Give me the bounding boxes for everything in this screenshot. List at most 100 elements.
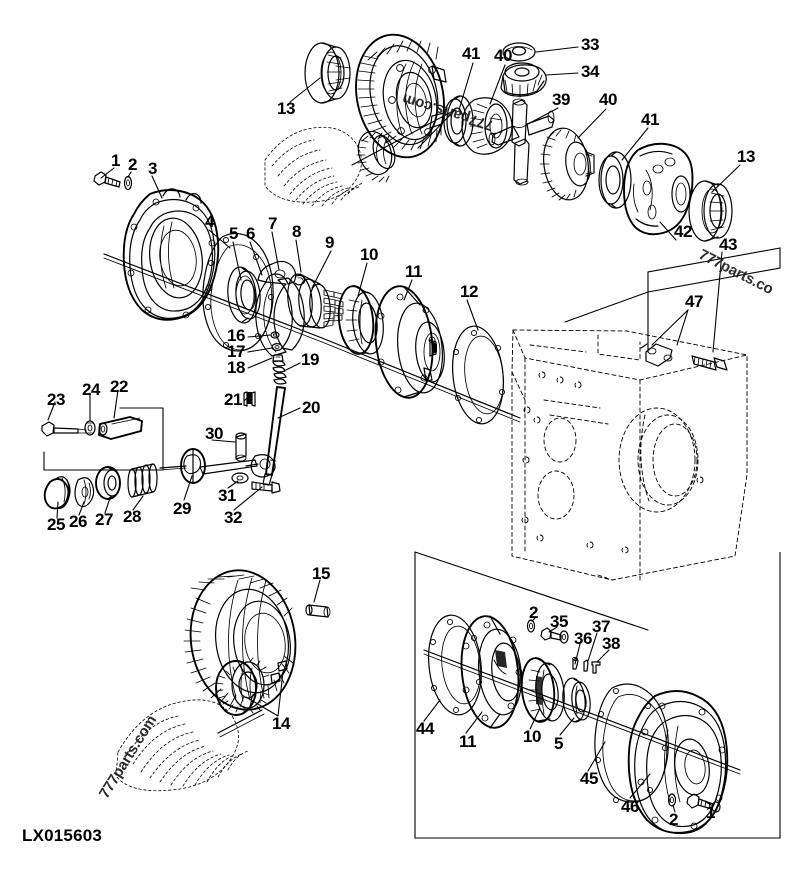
- detent-body-22: [98, 416, 143, 440]
- part-number-label: LX015603: [22, 826, 103, 845]
- differential-case-42: [623, 142, 694, 236]
- callout-27: 27: [95, 510, 114, 529]
- callout-13-right: 13: [737, 147, 756, 166]
- pin-30: [235, 432, 247, 462]
- callout-3: 3: [148, 159, 158, 178]
- pinion-gear-top: [356, 130, 396, 183]
- callout-2: 2: [128, 155, 138, 174]
- callout-29: 29: [173, 499, 192, 518]
- ring-gear-top: [355, 33, 447, 159]
- callout-17: 17: [227, 342, 246, 361]
- detail-frame-bottom: [414, 551, 781, 839]
- callout-19: 19: [301, 350, 320, 369]
- bevel-pinion-gear-34: [500, 62, 547, 98]
- callout-10: 10: [360, 245, 379, 264]
- cap-screw-35: [540, 627, 569, 644]
- cap-screw-1: [93, 171, 121, 188]
- detent-assembly-group: [41, 407, 164, 510]
- phantom-pinion-shaft-top: [264, 126, 364, 207]
- callout-11: 11: [405, 262, 423, 281]
- callout-39: 39: [552, 90, 571, 109]
- callout-43: 43: [719, 235, 738, 254]
- callout-6: 6: [246, 224, 256, 243]
- yoke-6: [257, 260, 297, 285]
- callout-46: 46: [621, 797, 640, 816]
- gasket-44: [428, 614, 483, 716]
- axle-shaft-line-left: [103, 253, 323, 339]
- callout-37: 37: [592, 617, 611, 636]
- callout-11-right: 11: [459, 732, 477, 751]
- callout-47: 47: [685, 292, 704, 311]
- callout-9: 9: [325, 233, 335, 252]
- callout-2-right: 2: [529, 603, 539, 622]
- washer-17: [271, 343, 283, 352]
- pin-37: [583, 659, 589, 672]
- callout-35: 35: [550, 612, 569, 631]
- callout-8: 8: [292, 222, 302, 241]
- axle-housing-cover-3: [122, 188, 220, 321]
- callout-41-left: 41: [462, 44, 481, 63]
- clip-38: [591, 661, 601, 674]
- callout-40-right: 40: [599, 90, 618, 109]
- callout-12: 12: [460, 282, 479, 301]
- callout-40-left: 40: [494, 46, 513, 65]
- phantom-shaft-bottom: [115, 699, 249, 792]
- axle-shaft-line-center: [321, 337, 521, 419]
- callout-34: 34: [581, 62, 600, 81]
- callout-1-bottom: 1: [706, 803, 716, 822]
- shift-cam-29: [159, 448, 276, 484]
- callout-21: 21: [224, 390, 243, 409]
- washer-24: [84, 420, 96, 436]
- brake-housing-11: [374, 285, 445, 399]
- callout-2-bottom: 2: [669, 810, 679, 829]
- callout-1: 1: [111, 151, 121, 170]
- cap-screw-43: [691, 355, 728, 371]
- callout-42: 42: [674, 222, 693, 241]
- roll-pin-21: [243, 391, 256, 407]
- thrust-washer-33: [502, 42, 536, 62]
- spring-26: [74, 477, 95, 508]
- left-axle-housing-group: [93, 171, 323, 357]
- washer-2-right: [526, 619, 536, 633]
- side-bevel-gear-40-right: [539, 127, 595, 201]
- spring-19: [272, 360, 287, 385]
- callout-4: 4: [205, 212, 215, 231]
- callout-18: 18: [227, 358, 246, 377]
- detail-frame-47: [564, 247, 781, 353]
- leader-lines: [47, 46, 741, 813]
- shaft-line-bottom-left: [217, 709, 263, 734]
- callout-30: 30: [205, 424, 224, 443]
- washer-31: [231, 472, 249, 484]
- callout-38: 38: [602, 634, 621, 653]
- dowel-pin-15: [305, 604, 331, 618]
- axle-shaft-line-right: [423, 649, 741, 771]
- ring-gear-bottom: [183, 569, 297, 711]
- splined-hub-9: [287, 273, 344, 329]
- callout-41-right: 41: [641, 110, 660, 129]
- side-bevel-gear-40-left: [461, 97, 513, 155]
- callout-44: 44: [416, 719, 435, 738]
- brake-housing-11-right: [460, 615, 523, 729]
- bearing-cup-13-right: [688, 180, 733, 242]
- callout-32: 32: [224, 508, 243, 527]
- differential-spider-39: [488, 98, 555, 186]
- differential-assembly-group: [264, 33, 781, 371]
- callout-10-right: 10: [523, 727, 542, 746]
- callout-16: 16: [227, 326, 246, 345]
- right-housing-group: [414, 551, 781, 839]
- bearing-cup-13-left: [304, 42, 351, 104]
- callout-28: 28: [123, 507, 142, 526]
- center-shaft-group: [287, 273, 521, 425]
- gasket-ring-12: [452, 325, 506, 425]
- thrust-washer-41-right: [598, 151, 632, 209]
- callout-26: 26: [69, 512, 88, 531]
- callout-13-left: 13: [277, 99, 296, 118]
- retainer-36: [572, 656, 579, 670]
- callout-33: 33: [581, 35, 600, 54]
- callout-24: 24: [82, 380, 101, 399]
- shift-linkage-group: [159, 331, 287, 494]
- callout-7: 7: [268, 214, 278, 233]
- washer-2-bottom: [667, 793, 677, 807]
